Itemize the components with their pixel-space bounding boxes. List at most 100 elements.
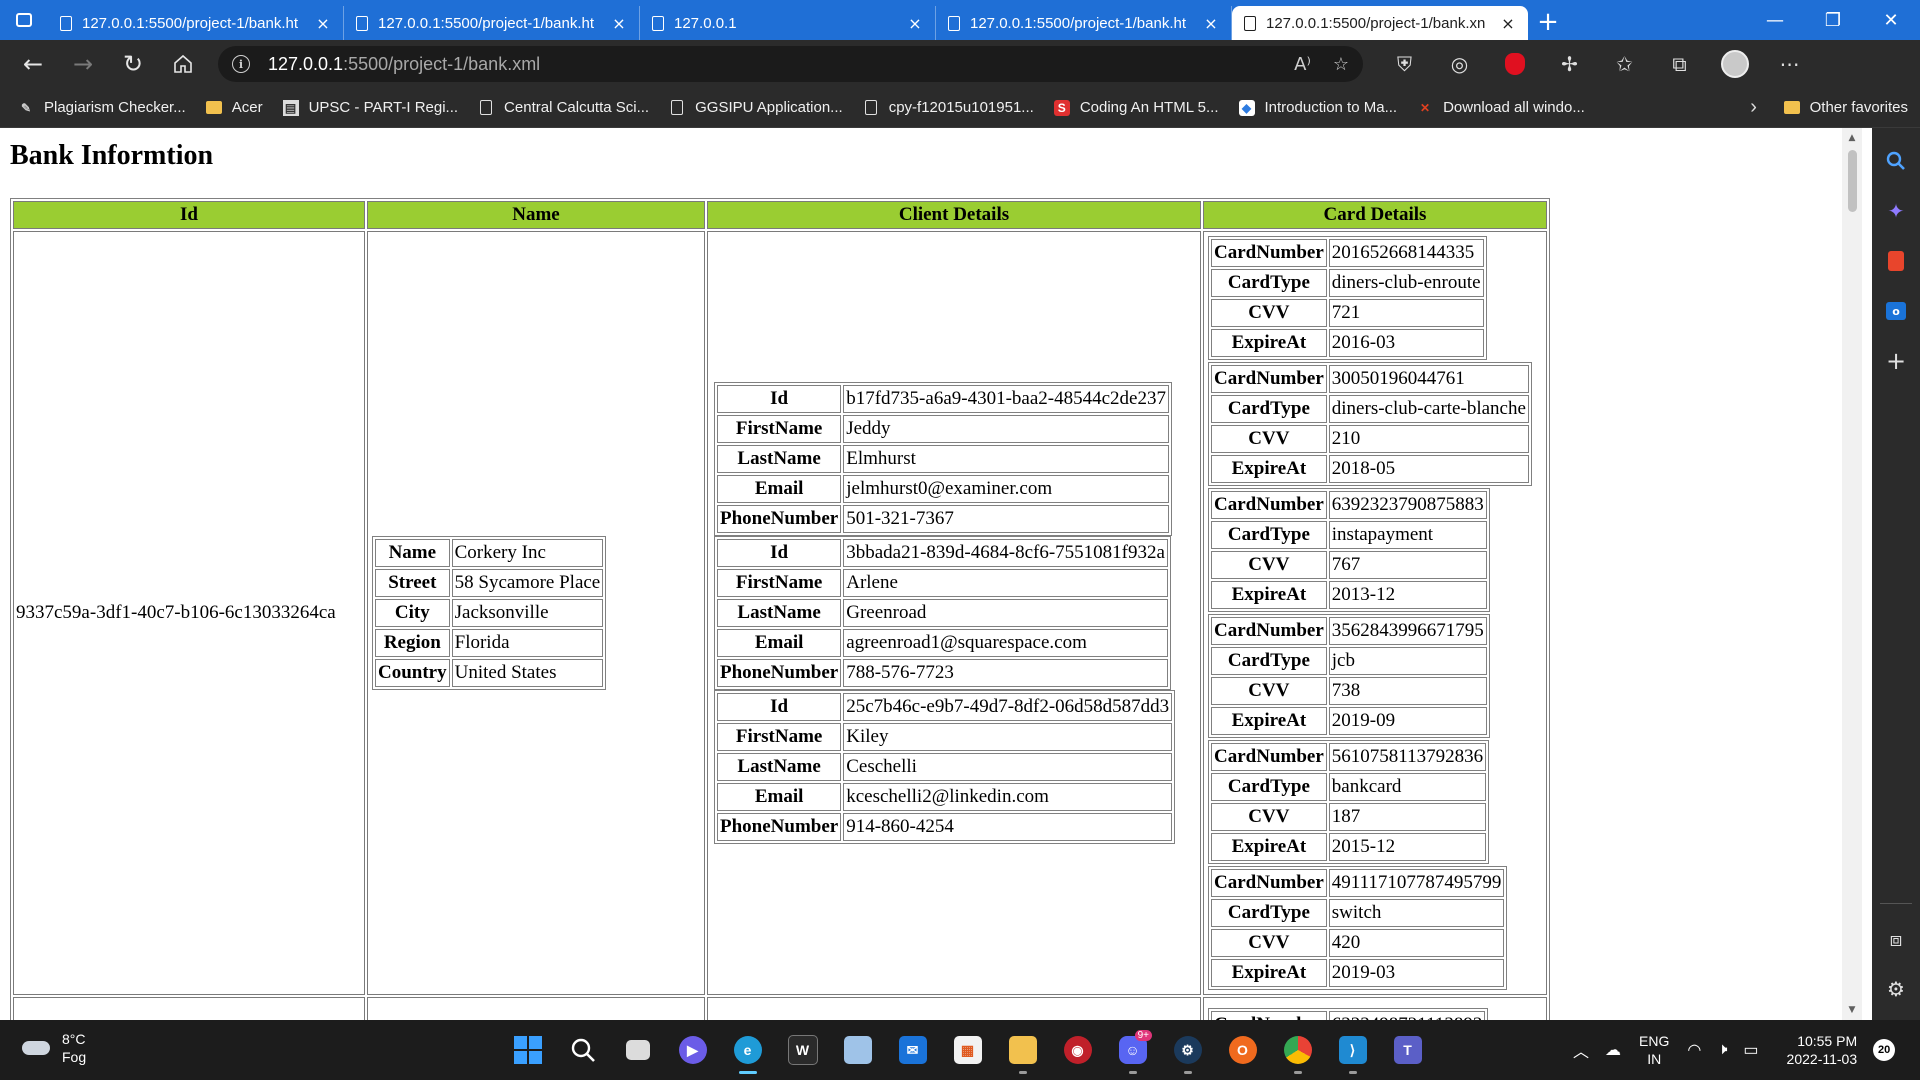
sidebar-outlook-button[interactable]: o (1872, 286, 1920, 336)
maximize-button[interactable]: ❐ (1824, 9, 1842, 31)
extensions-button[interactable]: ✢ (1542, 40, 1597, 88)
close-icon[interactable]: × (612, 13, 626, 33)
sidebar-add-button[interactable]: + (1872, 336, 1920, 386)
battery-icon[interactable]: ▭ (1743, 1042, 1759, 1059)
origin-app[interactable]: O (1215, 1026, 1270, 1074)
tray-overflow-chevron-icon[interactable]: ︿ (1573, 1044, 1590, 1061)
favorites-button[interactable]: ✩ (1597, 40, 1652, 88)
notification-badge[interactable]: 20 (1873, 1039, 1896, 1061)
field-label: CardType (1211, 269, 1327, 297)
discord-app[interactable]: ☺9+ (1105, 1026, 1160, 1074)
task-view-button[interactable] (610, 1026, 665, 1074)
game-app[interactable]: ◉ (1050, 1026, 1105, 1074)
teams-app[interactable]: T (1380, 1026, 1435, 1074)
other-favorites-folder[interactable]: Other favorites (1774, 88, 1920, 128)
favorite-item[interactable]: Acer (196, 88, 273, 128)
header-name: Name (367, 201, 705, 229)
sidebar-settings-button[interactable]: ⚙ (1872, 964, 1920, 1014)
home-button[interactable] (158, 40, 208, 88)
close-window-button[interactable]: ✕ (1883, 9, 1899, 31)
address-url[interactable]: 127.0.0.1:5500/project-1/bank.xml (268, 54, 540, 75)
weather-widget[interactable]: 8°C Fog (22, 1030, 86, 1066)
mail-app[interactable]: ✉ (885, 1026, 940, 1074)
close-icon[interactable]: × (1501, 13, 1515, 33)
browser-tab[interactable]: 127.0.0.1:5500/project-1/bank.xn× (1232, 6, 1528, 40)
favorite-item[interactable]: cpy-f12015u101951... (853, 88, 1044, 128)
tab-list: 127.0.0.1:5500/project-1/bank.ht×127.0.0… (48, 0, 1528, 40)
collections-button[interactable]: ⧉ (1652, 40, 1707, 88)
favorite-item[interactable]: GGSIPU Application... (659, 88, 853, 128)
onedrive-cloud-icon[interactable]: ☁ (1605, 1042, 1622, 1059)
browser-tab[interactable]: 127.0.0.1:5500/project-1/bank.ht× (936, 6, 1232, 40)
favorite-item[interactable]: ◆Introduction to Ma... (1229, 88, 1408, 128)
vscode-app[interactable]: ⟩ (1325, 1026, 1380, 1074)
gear-icon: ⚙ (1887, 977, 1905, 1001)
start-button[interactable] (500, 1026, 555, 1074)
scroll-up-icon[interactable]: ▲ (1848, 133, 1856, 143)
close-icon[interactable]: × (1204, 13, 1218, 33)
profile-button[interactable] (1707, 40, 1762, 88)
back-button[interactable]: ← (8, 40, 58, 88)
predator-app[interactable]: W (775, 1026, 830, 1074)
minimize-button[interactable]: — (1766, 9, 1784, 31)
field-value: 788-576-7723 (843, 659, 1168, 687)
back-arrow-icon: ← (22, 50, 44, 78)
refresh-button[interactable]: ↻ (108, 40, 158, 88)
store-app[interactable]: ▦ (940, 1026, 995, 1074)
edge-app[interactable]: e (720, 1026, 775, 1074)
favorite-item[interactable]: Central Calcutta Sci... (468, 88, 659, 128)
header-card-details: Card Details (1203, 201, 1547, 229)
field-value: 2019-09 (1328, 707, 1487, 735)
new-tab-button[interactable]: + (1537, 7, 1559, 37)
read-aloud-icon[interactable]: A⁾ (1294, 53, 1311, 75)
field-value: 721 (1328, 299, 1484, 327)
chat-app[interactable]: ▶ (665, 1026, 720, 1074)
file-explorer-app[interactable] (995, 1026, 1050, 1074)
extension-circle-button[interactable]: ◎ (1432, 40, 1487, 88)
address-bar[interactable]: i 127.0.0.1:5500/project-1/bank.xml A⁾ ☆ (218, 46, 1363, 82)
clock-date: 2022-11-03 (1786, 1051, 1858, 1067)
sidebar-split-screen-button[interactable]: ⧈ (1872, 914, 1920, 964)
settings-more-button[interactable]: ⋯ (1762, 40, 1817, 88)
add-favorite-icon[interactable]: ☆ (1332, 53, 1349, 75)
url-host: 127.0.0.1 (268, 53, 344, 74)
file-icon (843, 1036, 872, 1064)
browser-tab[interactable]: 127.0.0.1× (640, 6, 936, 40)
close-icon[interactable]: × (316, 13, 330, 33)
extension-shield-button[interactable]: ⛨ (1377, 40, 1432, 88)
wifi-icon[interactable]: ◠ (1687, 1042, 1702, 1059)
scroll-down-icon[interactable]: ▼ (1848, 1005, 1856, 1015)
page-icon (948, 15, 960, 31)
sidebar-copilot-button[interactable]: ✦ (1872, 186, 1920, 236)
taskbar-search-button[interactable] (555, 1026, 610, 1074)
scrollbar-thumb[interactable] (1848, 150, 1857, 212)
favorite-item[interactable]: ▤UPSC - PART-I Regi... (273, 88, 468, 128)
field-label: LastName (717, 445, 842, 473)
sidebar-search-button[interactable] (1872, 136, 1920, 186)
chrome-app[interactable] (1270, 1026, 1325, 1074)
favorite-label: Download all windo... (1443, 99, 1585, 116)
page-scrollbar[interactable]: ▲ ▼ (1842, 128, 1862, 1020)
volume-muted-icon[interactable]: 🕨 (1717, 1041, 1728, 1058)
browser-tab[interactable]: 127.0.0.1:5500/project-1/bank.ht× (344, 6, 640, 40)
language-indicator[interactable]: ENG IN (1639, 1032, 1669, 1068)
tab-actions-button[interactable] (0, 0, 48, 40)
close-icon[interactable]: × (908, 13, 922, 33)
favorites-overflow-button[interactable]: › (1734, 88, 1774, 128)
page-icon (478, 100, 494, 116)
field-value: Corkery Inc (451, 539, 604, 567)
steam-app[interactable]: ⚙ (1160, 1026, 1215, 1074)
site-info-icon[interactable]: i (232, 55, 250, 73)
browser-tab[interactable]: 127.0.0.1:5500/project-1/bank.ht× (48, 6, 344, 40)
favorite-item[interactable]: ✎Plagiarism Checker... (8, 88, 196, 128)
adblock-button[interactable] (1487, 40, 1542, 88)
forward-button[interactable]: → (58, 40, 108, 88)
favorite-item[interactable]: ✕Download all windo... (1407, 88, 1595, 128)
files-app[interactable] (830, 1026, 885, 1074)
clock[interactable]: 10:55 PM 2022-11-03 (1787, 1032, 1858, 1068)
sidebar-office-button[interactable] (1872, 236, 1920, 286)
